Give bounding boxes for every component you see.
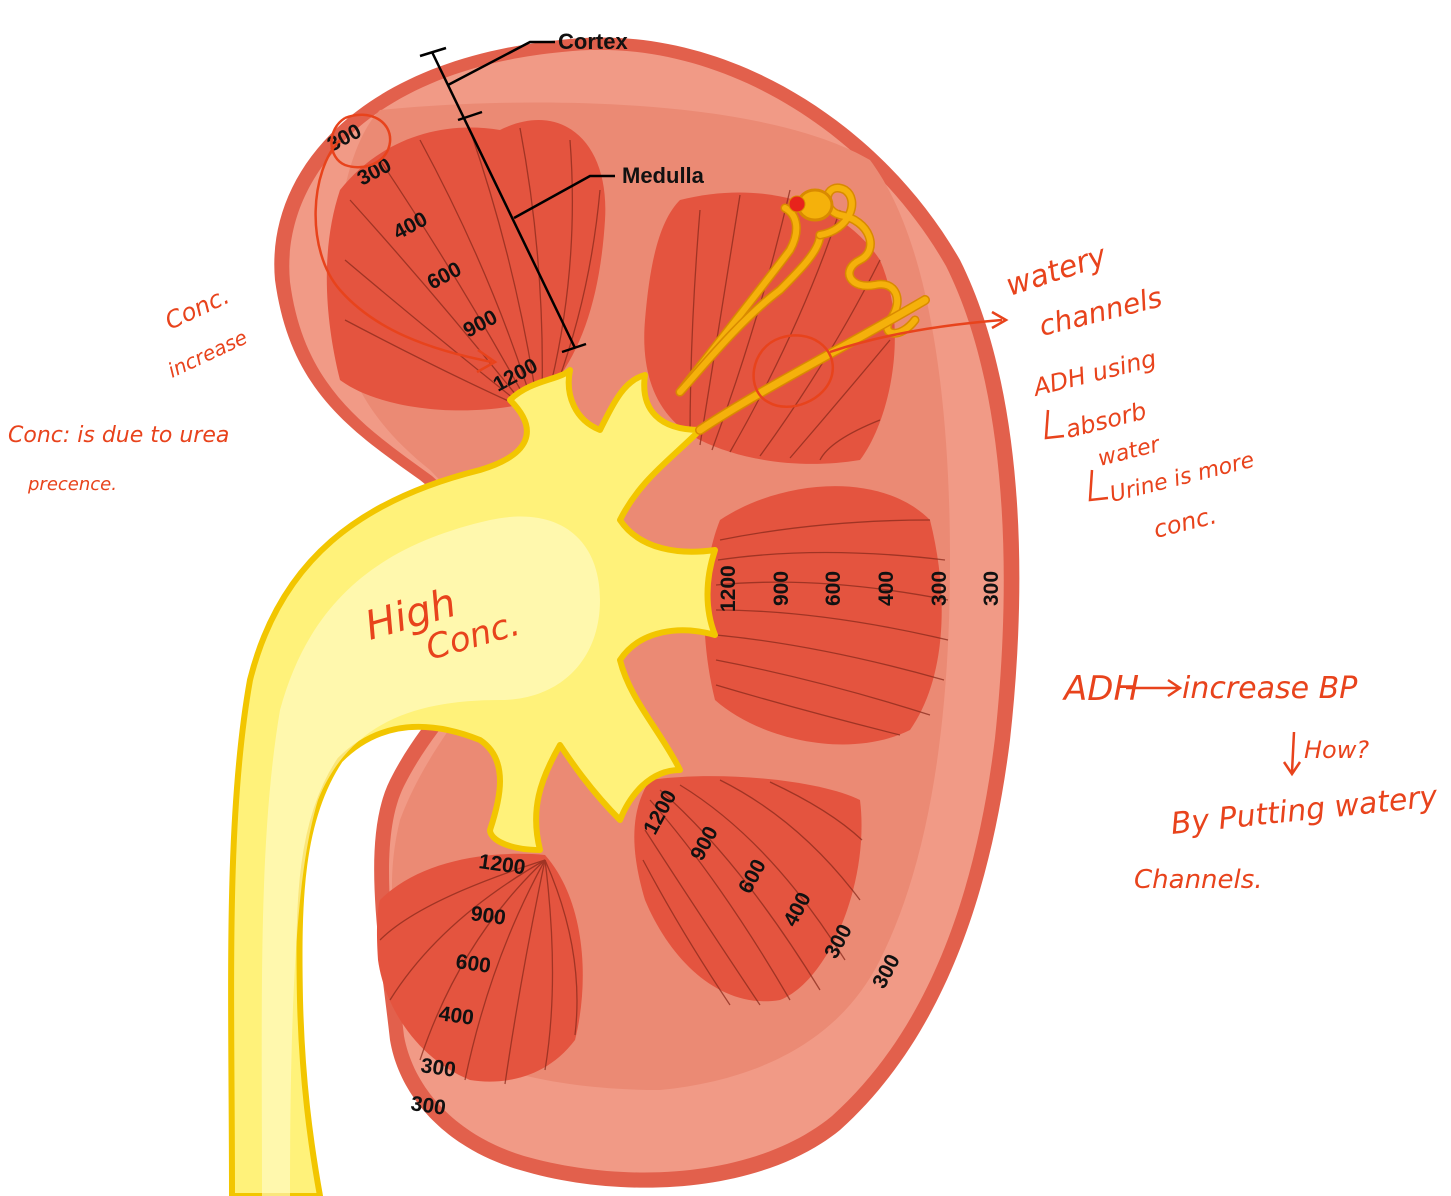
osm-label: 300 <box>928 571 951 606</box>
osm-label: 900 <box>770 571 793 606</box>
note-hook <box>1046 410 1064 438</box>
osm-label: 300 <box>980 571 1003 606</box>
osm-label: 1200 <box>717 565 740 612</box>
osm-label: 600 <box>822 571 845 606</box>
note-conc-urine: conc. <box>1151 501 1220 544</box>
note-increase: increase <box>164 325 251 383</box>
cortex-label: Cortex <box>558 29 628 54</box>
note-conc: Conc. <box>161 282 234 336</box>
note-watery: watery <box>1002 238 1112 304</box>
note-hook <box>1090 470 1108 500</box>
osm-label: 300 <box>409 1092 447 1120</box>
note-water: water <box>1095 432 1164 472</box>
note-adh-using: ADH using <box>1029 344 1159 402</box>
note-arrow-down <box>1284 732 1300 774</box>
note-increase-bp: increase BP <box>1182 671 1358 706</box>
note-by-putting: By Putting watery <box>1169 779 1440 842</box>
osm-label: 600 <box>454 950 492 978</box>
osm-label: 900 <box>469 902 507 930</box>
glomerulus-capillary <box>789 196 805 212</box>
note-channels: channels <box>1036 280 1166 342</box>
osm-label: 400 <box>437 1002 475 1030</box>
osm-label: 300 <box>419 1054 457 1082</box>
osm-label: 400 <box>875 571 898 606</box>
note-how: How? <box>1304 736 1369 764</box>
note-urea: Conc: is due to urea <box>8 423 229 448</box>
note-channels-2: Channels. <box>1134 865 1263 895</box>
note-precence: precence. <box>27 474 117 495</box>
medulla-label: Medulla <box>622 163 705 188</box>
